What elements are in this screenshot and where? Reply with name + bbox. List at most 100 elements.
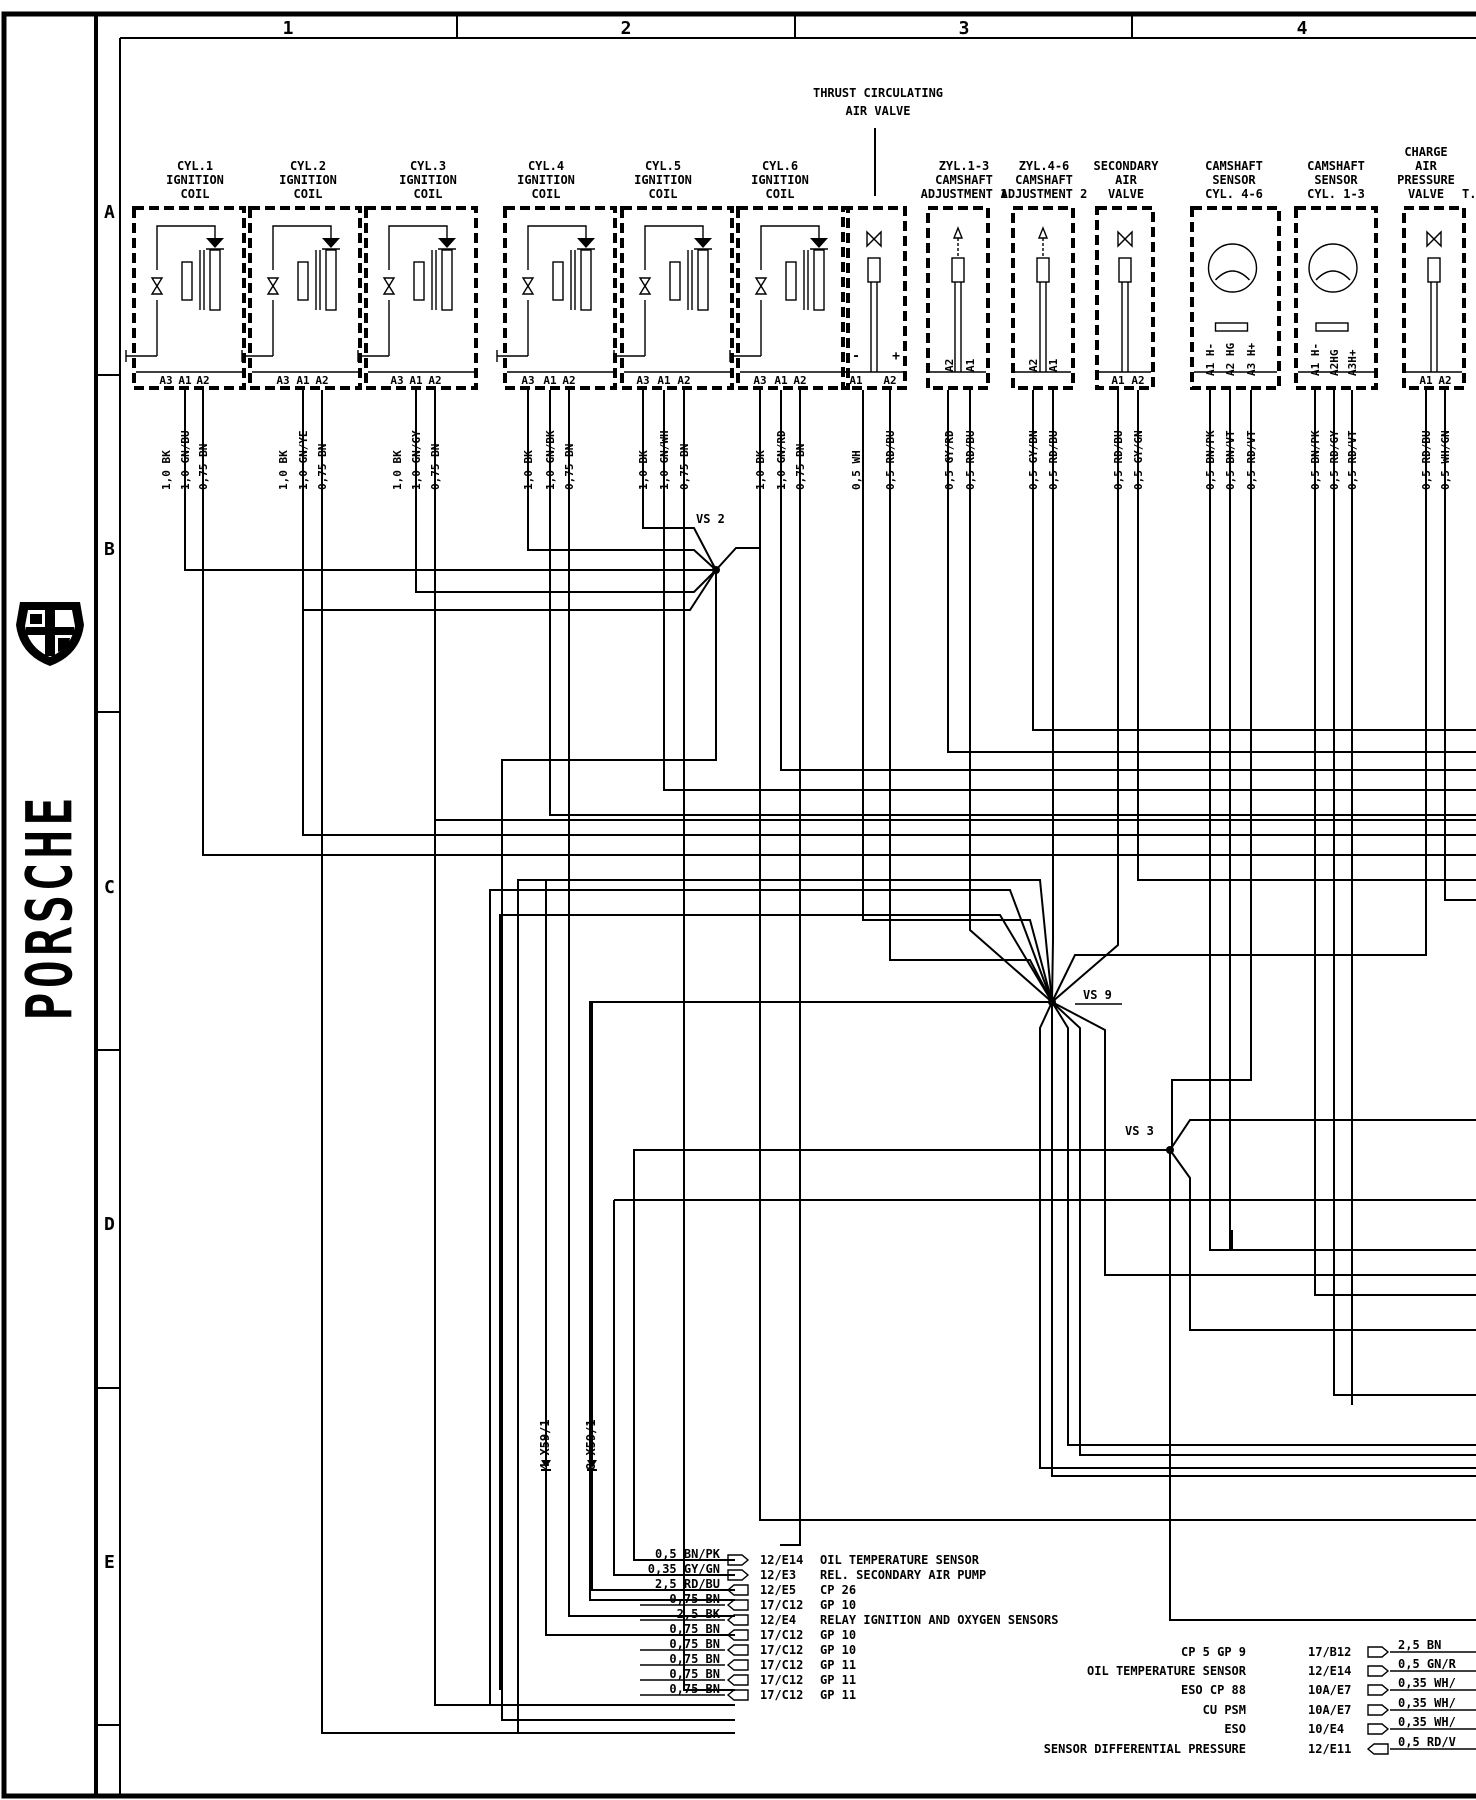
right-conn-wire-3: 0,35 WH/ (1398, 1676, 1456, 1690)
pin-label-12-3: A3H+ (1346, 349, 1359, 376)
component-title-13-line2: AIR (1415, 159, 1437, 173)
component-title-3-line3: COIL (414, 187, 443, 201)
wire-vs9-f (1051, 1002, 1476, 1477)
component-symbol-6 (729, 225, 846, 373)
wire-vs3-r2 (1169, 1149, 1476, 1331)
component-box-12 (1294, 206, 1378, 390)
component-title-1-line2: IGNITION (166, 173, 224, 187)
component-box-2 (248, 206, 362, 390)
pin-label-6-3: A2 (793, 374, 806, 387)
right-conn-desc-4: CU PSM (1203, 1703, 1246, 1717)
wire-vs9-d (589, 1001, 1052, 1601)
component-title-11-line2: SENSOR (1212, 173, 1256, 187)
component-box-7 (841, 206, 907, 390)
pin-label-7-2: A2 (883, 374, 896, 387)
right-conn-wire-2: 0,5 GN/R (1398, 1657, 1457, 1671)
component-box-9 (1011, 206, 1075, 390)
component-title-6-line2: IGNITION (751, 173, 809, 187)
component-title-12-line3: CYL. 1-3 (1307, 187, 1365, 201)
wire-cyl4-a2 (568, 390, 735, 1617)
row-label-a: A (104, 202, 115, 223)
component-box-13 (1402, 206, 1466, 390)
component-symbol-10 (1099, 230, 1151, 373)
component-title-10-line3: VALVE (1108, 187, 1144, 201)
wire-cyl2-a3 (302, 390, 717, 611)
wire-camsensor13-a2 (1333, 390, 1476, 1396)
pin-label-9-2: A1 (1047, 358, 1060, 372)
left-conn-desc-1: OIL TEMPERATURE SENSOR (820, 1553, 980, 1567)
wire-cyl2-a2 (321, 390, 735, 1734)
pin-label-3-3: A2 (428, 374, 441, 387)
wires (184, 390, 1476, 1734)
wire-cyl1-a2 (202, 390, 518, 856)
pin-label-4-2: A1 (543, 374, 557, 387)
right-conn-wire-4: 0,35 WH/ (1398, 1696, 1456, 1710)
component-title-4-line1: CYL.4 (528, 159, 564, 173)
pin-label-6-1: A3 (753, 374, 766, 387)
component-title-3-line1: CYL.3 (410, 159, 446, 173)
left-conn-ref-10: 17/C12 (760, 1688, 803, 1702)
pin-label-1-2: A1 (178, 374, 192, 387)
wire-vs9-c (517, 879, 1053, 1733)
component-box-10 (1095, 206, 1155, 390)
wire-cyl3-a1-run (434, 390, 1476, 821)
wire-vs9-e (1039, 1001, 1476, 1469)
row-label-b: B (104, 539, 115, 560)
component-title-5-line3: COIL (649, 187, 678, 201)
row-label-d: D (104, 1214, 115, 1235)
component-symbol-5 (613, 225, 730, 373)
left-conn-wire-7: 0,75 BN (669, 1637, 720, 1651)
component-symbol-9 (1015, 226, 1071, 373)
wire-thrust-a2 (889, 390, 1053, 1003)
wire-camsensor46-a3 (1171, 390, 1252, 1148)
wire-cyl3-a2 (434, 390, 735, 1706)
component-title-9-line1: ZYL.4-6 (1019, 159, 1070, 173)
wire-vs2-out (501, 570, 735, 1721)
wire-vs9-a (499, 914, 1053, 1690)
column-label-3: 3 (959, 18, 970, 39)
pin-label-6-2: A1 (774, 374, 788, 387)
right-conn-wire-5: 0,35 WH/ (1398, 1715, 1456, 1729)
component-symbol-4 (496, 225, 613, 373)
component-title-5-line1: CYL.5 (645, 159, 681, 173)
component-symbol-3 (357, 225, 474, 373)
component-title-13-line4: VALVE (1408, 187, 1444, 201)
pin-label-10-1: A1 (1111, 374, 1125, 387)
thrust-valve-label-line2: AIR VALVE (845, 104, 910, 118)
right-conn-wire-1: 2,5 BN (1398, 1638, 1441, 1652)
pin-label-7-1: A1 (849, 374, 863, 387)
wire-cyl6-a1-run (780, 390, 1476, 771)
left-conn-wire-2: 0,35 GY/GN (648, 1562, 720, 1576)
component-box-11 (1190, 206, 1281, 390)
pin-label-2-2: A1 (296, 374, 310, 387)
component-symbol-1 (125, 225, 242, 373)
left-conn-ref-5: 12/E4 (760, 1613, 796, 1627)
left-conn-desc-6: GP 10 (820, 1628, 856, 1642)
left-conn-ref-9: 17/C12 (760, 1673, 803, 1687)
right-conn-desc-3: ESO CP 88 (1181, 1683, 1246, 1697)
porsche-wordmark: PORSCHE (15, 793, 84, 1020)
left-conn-wire-10: 0,75 BN (669, 1682, 720, 1696)
component-title-5-line2: IGNITION (634, 173, 692, 187)
wire-d-run-2 (1229, 1160, 1476, 1251)
left-conn-ref-1: 12/E14 (760, 1553, 803, 1567)
column-label-2: 2 (621, 18, 632, 39)
left-conn-ref-2: 12/E3 (760, 1568, 796, 1582)
wire-cyl2-a1-run (302, 390, 1476, 836)
component-title-6-line3: COIL (766, 187, 795, 201)
component-title-9-line3: ADJUSTMENT 2 (1001, 187, 1088, 201)
wire-label-7-1: 0,5 WH (850, 450, 863, 490)
pin-label-12-1: A1 H- (1309, 343, 1322, 376)
component-title-12-line2: SENSOR (1314, 173, 1358, 187)
right-conn-ref-3: 10A/E7 (1308, 1683, 1351, 1697)
component-symbol-12 (1298, 243, 1374, 373)
wire-label-1-1: 1,0 BK (160, 450, 173, 490)
left-conn-wire-1: 0,5 BN/PK (655, 1547, 721, 1561)
connector-x59-pin8: 8 X59/1 (584, 1419, 598, 1471)
component-symbol-7 (845, 230, 903, 373)
wire-thrust-a1 (862, 390, 1053, 1003)
pin-label-5-3: A2 (677, 374, 690, 387)
component-box-3 (364, 206, 478, 390)
column-label-1: 1 (283, 18, 294, 39)
